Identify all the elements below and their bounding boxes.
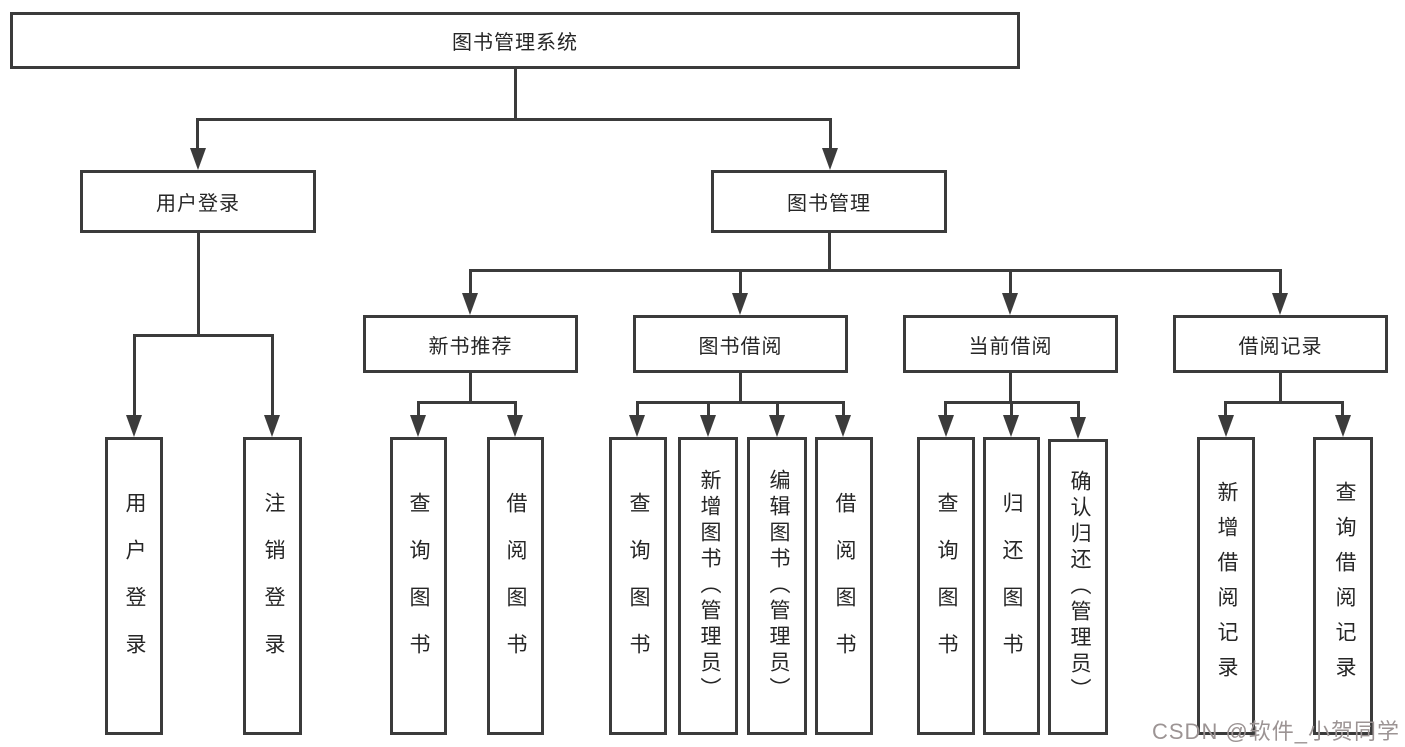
connector-arrowhead (700, 415, 716, 437)
connector-line (1279, 269, 1282, 295)
connector-line (196, 118, 832, 121)
connector-arrowhead (1070, 417, 1086, 439)
leaf-add-borrow-record: 新增借阅记录 (1197, 437, 1255, 735)
connector-arrowhead (769, 415, 785, 437)
connector-line (776, 401, 779, 417)
connector-line (271, 334, 274, 417)
connector-line (197, 233, 200, 336)
connector-line (469, 372, 472, 403)
connector-arrowhead (1335, 415, 1351, 437)
connector-arrowhead (410, 415, 426, 437)
connector-arrowhead (629, 415, 645, 437)
leaf-edit-books-admin: 编辑图书（管理员） (747, 437, 807, 735)
node-book-management: 图书管理 (711, 170, 947, 233)
connector-arrowhead (1218, 415, 1234, 437)
leaf-query-borrow-record: 查询借阅记录 (1313, 437, 1373, 735)
connector-arrowhead (462, 293, 478, 315)
connector-line (636, 401, 639, 417)
node-book-borrowing: 图书借阅 (633, 315, 848, 373)
node-new-book-recommend: 新书推荐 (363, 315, 578, 373)
node-root-library-system: 图书管理系统 (10, 12, 1020, 69)
leaf-borrow-books: 借阅图书 (815, 437, 873, 735)
connector-arrowhead (507, 415, 523, 437)
connector-line (739, 269, 742, 295)
connector-line (636, 401, 845, 404)
connector-arrowhead (835, 415, 851, 437)
connector-line (1341, 401, 1344, 417)
connector-line (944, 401, 947, 417)
connector-arrowhead (1272, 293, 1288, 315)
connector-line (469, 269, 1281, 272)
connector-arrowhead (264, 415, 280, 437)
csdn-watermark: CSDN @软件_小贺同学 (1152, 719, 1401, 744)
connector-line (739, 372, 742, 403)
connector-arrowhead (938, 415, 954, 437)
leaf-borrow-books: 借阅图书 (487, 437, 544, 735)
connector-arrowhead (822, 148, 838, 170)
connector-arrowhead (1002, 293, 1018, 315)
leaf-user-login: 用户登录 (105, 437, 163, 735)
node-borrow-records: 借阅记录 (1173, 315, 1388, 373)
connector-line (707, 401, 710, 417)
connector-arrowhead (732, 293, 748, 315)
connector-line (1077, 401, 1080, 419)
connector-line (514, 401, 517, 417)
connector-line (196, 118, 199, 150)
connector-arrowhead (1003, 415, 1019, 437)
node-current-borrowing: 当前借阅 (903, 315, 1118, 373)
connector-arrowhead (190, 148, 206, 170)
connector-line (133, 334, 274, 337)
node-user-login: 用户登录 (80, 170, 316, 233)
connector-line (514, 68, 517, 121)
connector-arrowhead (126, 415, 142, 437)
connector-line (842, 401, 845, 417)
connector-line (417, 401, 420, 417)
leaf-logout: 注销登录 (243, 437, 302, 735)
connector-line (1224, 401, 1227, 417)
leaf-add-books-admin: 新增图书（管理员） (678, 437, 738, 735)
leaf-confirm-return-admin: 确认归还（管理员） (1048, 439, 1108, 735)
leaf-query-books: 查询图书 (609, 437, 667, 735)
connector-line (1279, 372, 1282, 403)
connector-line (1009, 372, 1012, 403)
connector-line (133, 334, 136, 417)
connector-line (828, 233, 831, 271)
connector-line (1010, 401, 1013, 417)
connector-line (1009, 269, 1012, 295)
leaf-return-books: 归还图书 (983, 437, 1040, 735)
connector-line (829, 118, 832, 150)
connector-line (417, 401, 517, 404)
connector-line (469, 269, 472, 295)
connector-line (1224, 401, 1344, 404)
leaf-query-books: 查询图书 (917, 437, 975, 735)
leaf-query-books: 查询图书 (390, 437, 447, 735)
